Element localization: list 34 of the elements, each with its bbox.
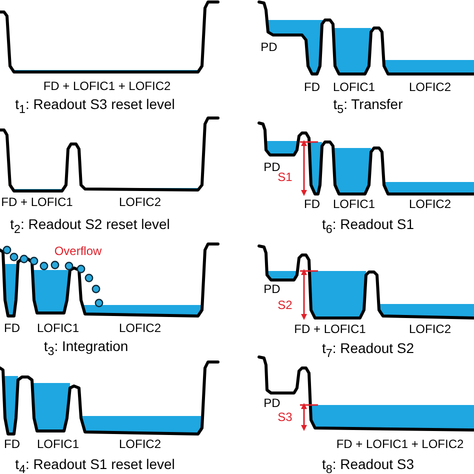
- well-label: LOFIC2: [119, 437, 161, 451]
- well-label: PD: [264, 396, 280, 410]
- well-label: FD: [4, 321, 20, 335]
- panel-caption: t$_{2}$: Readout S2 reset level: [10, 216, 170, 238]
- panel-caption: t$_{1}$: Readout S3 reset level: [15, 96, 175, 118]
- well-label: PD: [260, 40, 278, 54]
- well-label: PD: [264, 160, 280, 174]
- well-label: PD: [264, 282, 280, 296]
- signal-label: S2: [278, 298, 292, 312]
- well-label: LOFIC1: [333, 197, 375, 211]
- panel-caption: t$_{4}$: Readout S1 reset level: [15, 456, 175, 474]
- well-label: FD + LOFIC1: [1, 195, 73, 209]
- well-label: LOFIC1: [37, 321, 79, 335]
- panel-caption: t$_{7}$: Readout S2: [322, 340, 414, 362]
- well-label: LOFIC2: [409, 80, 451, 94]
- well-label: FD: [4, 437, 20, 451]
- signal-label: S3: [278, 410, 292, 424]
- well-label: FD + LOFIC1: [294, 322, 366, 336]
- well-label: FD: [304, 80, 320, 94]
- well-label: LOFIC2: [409, 197, 451, 211]
- well-label: LOFIC2: [119, 195, 161, 209]
- signal-label: S1: [278, 170, 292, 184]
- overflow-label: Overflow: [54, 244, 102, 258]
- panel-caption: t$_{8}$: Readout S3: [322, 456, 414, 474]
- well-label: FD + LOFIC1 + LOFIC2: [43, 79, 171, 93]
- well-label: LOFIC1: [37, 437, 79, 451]
- panel-caption: t$_{5}$: Transfer: [333, 96, 403, 118]
- well-label: LOFIC2: [409, 322, 451, 336]
- panel-caption: t$_{6}$: Readout S1: [322, 216, 414, 238]
- well-label: FD + LOFIC1 + LOFIC2: [336, 437, 464, 451]
- well-label: FD: [304, 197, 320, 211]
- panel-caption: t$_{3}$: Integration: [44, 338, 128, 360]
- well-label: LOFIC1: [333, 80, 375, 94]
- well-label: LOFIC2: [119, 321, 161, 335]
